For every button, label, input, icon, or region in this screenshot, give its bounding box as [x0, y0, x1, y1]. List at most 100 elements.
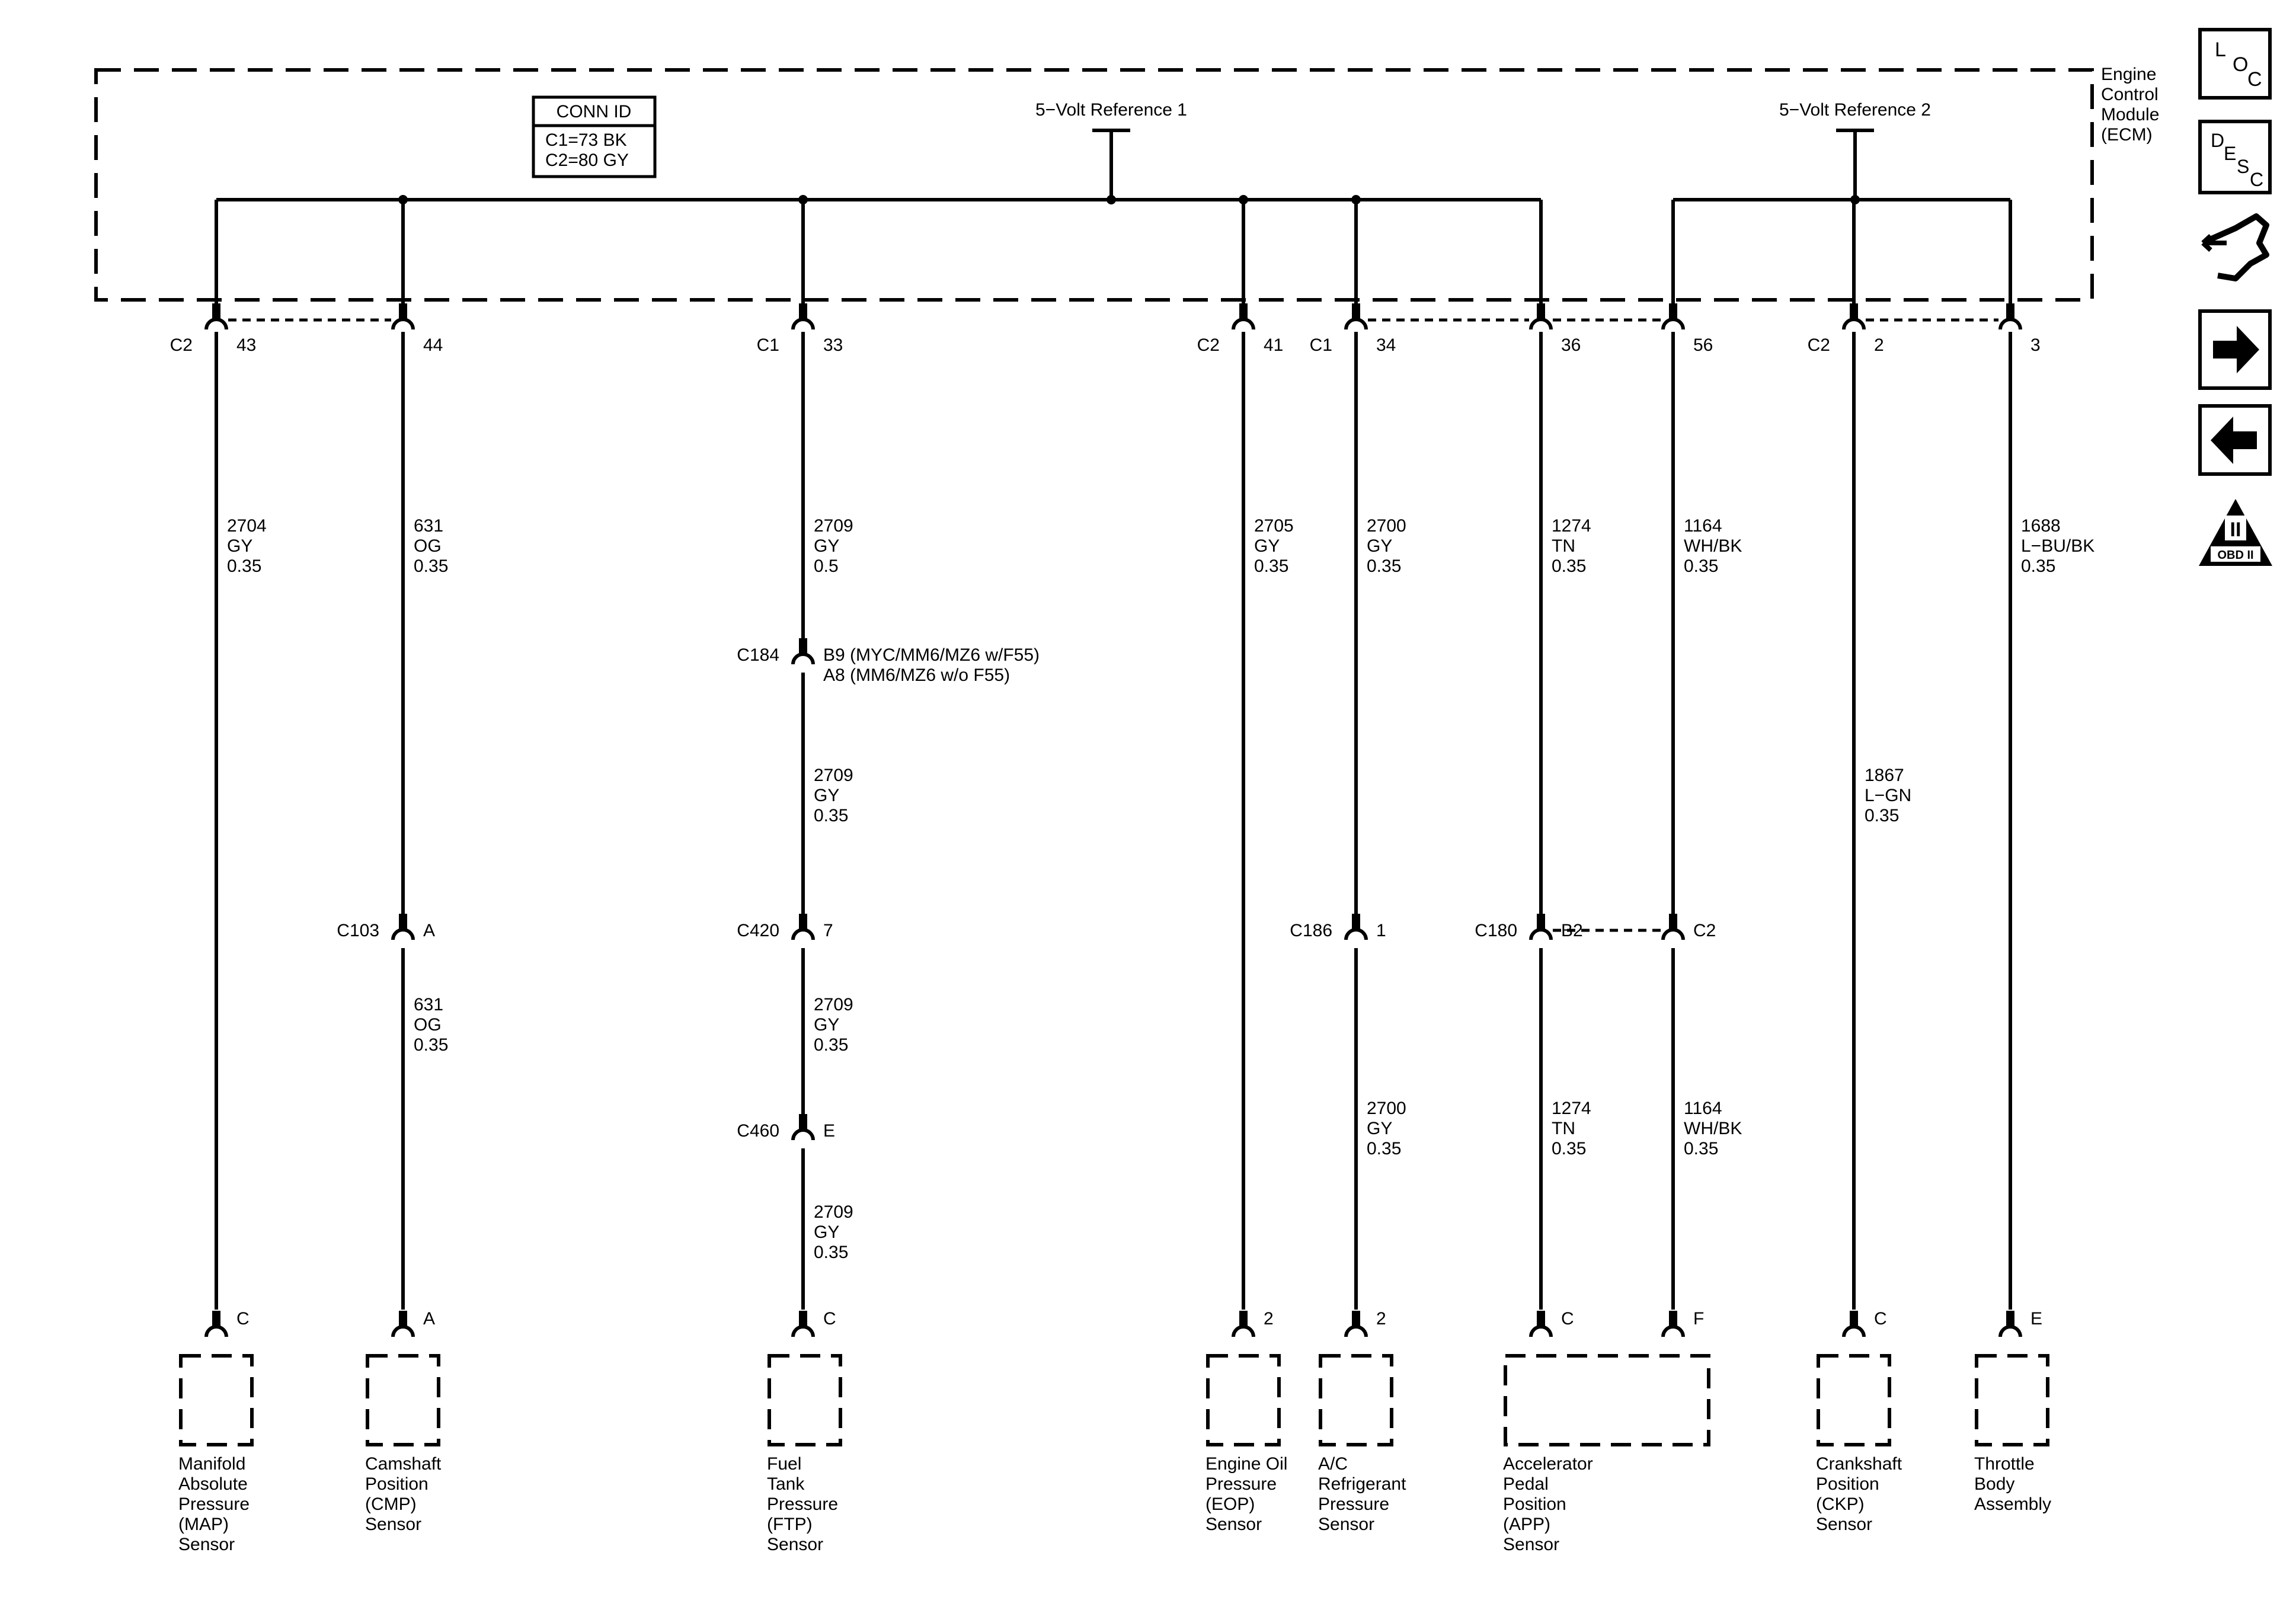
component-connector	[1344, 1325, 1368, 1337]
connector-pin	[1850, 1311, 1858, 1327]
component-name-line: Sensor	[1318, 1515, 1374, 1534]
connector-pin	[2006, 1311, 2014, 1327]
ecm-pin-number: 44	[423, 335, 443, 355]
connector-pin	[212, 1311, 220, 1327]
connector-pin	[399, 303, 407, 320]
ecm-pin-number: 56	[1693, 335, 1713, 355]
next-button[interactable]	[2198, 309, 2272, 390]
component-name-line: Sensor	[1816, 1515, 1872, 1534]
component-connector	[1998, 1325, 2022, 1337]
conn-id-line: C1=73 BK	[545, 130, 627, 150]
component-name-line: A/C	[1318, 1454, 1348, 1474]
wire-label: 1274	[1552, 516, 1591, 536]
inline-pin-label: 7	[823, 921, 833, 940]
connector-wrench-icon[interactable]	[2201, 213, 2269, 281]
desc-letter: E	[2224, 143, 2236, 164]
wire-label: 2700	[1367, 1099, 1406, 1118]
conn-id-title: CONN ID	[557, 102, 632, 121]
ecm-pin-connector	[1998, 318, 2022, 330]
ecm-pin-connector	[1344, 318, 1368, 330]
inline-connector	[1529, 928, 1553, 940]
connector-arrow	[2201, 234, 2227, 252]
desc-button-frame	[2198, 120, 2272, 194]
obd-label-bg	[2211, 546, 2260, 562]
wire-label: GY	[814, 536, 839, 556]
wire-label: 1164	[1684, 516, 1722, 536]
ecm-connector-id: C2	[1197, 335, 1220, 355]
component-box	[768, 1354, 842, 1446]
component-box	[1319, 1354, 1393, 1446]
component-pin-label: C	[1561, 1309, 1574, 1329]
wire-label: GY	[814, 1015, 839, 1035]
wire-label: WH/BK	[1684, 536, 1742, 556]
ecm-pin-number: 34	[1376, 335, 1396, 355]
inline-pin-label: C2	[1693, 921, 1716, 940]
connector-outline	[2207, 213, 2269, 281]
component-name-line: Accelerator	[1503, 1454, 1593, 1474]
loc-button[interactable]: LOC	[2198, 28, 2272, 100]
component-name-line: (EOP)	[1205, 1494, 1255, 1514]
inline-connector-id: C103	[337, 921, 379, 940]
wire-label: GY	[1254, 536, 1280, 556]
connector-pin	[399, 1311, 407, 1327]
inline-connector-id: C186	[1290, 921, 1332, 940]
component-box	[179, 1354, 254, 1446]
component-pin-label: F	[1693, 1309, 1704, 1329]
wire-label: 0.5	[814, 556, 839, 576]
connector-pin	[1537, 1311, 1545, 1327]
ecm-name-line: Control	[2101, 85, 2159, 104]
component-connector	[1842, 1325, 1866, 1337]
connector-pin	[799, 914, 807, 930]
connector-pin	[399, 914, 407, 930]
component-connector	[1661, 1325, 1685, 1337]
wire-label: 0.35	[1552, 1139, 1586, 1158]
connector-pin	[1537, 914, 1545, 930]
ecm-boundary	[94, 68, 2094, 302]
wire-label: 0.35	[1367, 1139, 1401, 1158]
connector-pin	[212, 303, 220, 320]
component-connector	[791, 1325, 815, 1337]
wire-label: OG	[414, 536, 442, 556]
component-name-line: Sensor	[365, 1515, 421, 1534]
component-name-line: (MAP)	[178, 1515, 229, 1534]
inline-connector	[791, 652, 815, 665]
ref2-label: 5−Volt Reference 2	[1779, 100, 1931, 120]
connector-pin	[2006, 303, 2014, 320]
component-name-line: (CMP)	[365, 1494, 417, 1514]
component-name-line: Pressure	[1318, 1494, 1389, 1514]
ecm-pin-number: 2	[1874, 335, 1884, 355]
ref1-splice	[1107, 195, 1116, 204]
prev-button[interactable]	[2198, 404, 2272, 476]
inline-pin-label: E	[823, 1121, 835, 1141]
wire-label: 0.35	[1684, 556, 1718, 576]
wire-label: 2709	[814, 516, 853, 536]
arrow-right-icon	[2213, 326, 2259, 373]
connector-pin	[799, 638, 807, 655]
component-name-line: Crankshaft	[1816, 1454, 1902, 1474]
component-pin-label: 2	[1376, 1309, 1386, 1329]
component-name-line: Throttle	[1974, 1454, 2035, 1474]
component-name-line: Tank	[767, 1474, 805, 1494]
ecm-pin-connector	[391, 318, 415, 330]
connector-pin	[1352, 1311, 1360, 1327]
component-name-line: (FTP)	[767, 1515, 813, 1534]
wire-label: 0.35	[2021, 556, 2055, 576]
ecm-pin-number: 3	[2030, 335, 2041, 355]
wire-label: TN	[1552, 536, 1575, 556]
loc-letter: L	[2215, 39, 2226, 61]
component-name-line: Manifold	[178, 1454, 245, 1474]
wire-label: 1867	[1865, 766, 1904, 785]
inline-pin-label: A	[423, 921, 435, 940]
component-pin-label: E	[2030, 1309, 2042, 1329]
wire-label: GY	[227, 536, 252, 556]
component-name-line: Position	[1816, 1474, 1879, 1494]
component-box	[1975, 1354, 2049, 1446]
component-name-line: Refrigerant	[1318, 1474, 1406, 1494]
ref1-label: 5−Volt Reference 1	[1035, 100, 1187, 120]
wire-label: 0.35	[1552, 556, 1586, 576]
wire-label: L−BU/BK	[2021, 536, 2094, 556]
component-name-line: Pedal	[1503, 1474, 1549, 1494]
